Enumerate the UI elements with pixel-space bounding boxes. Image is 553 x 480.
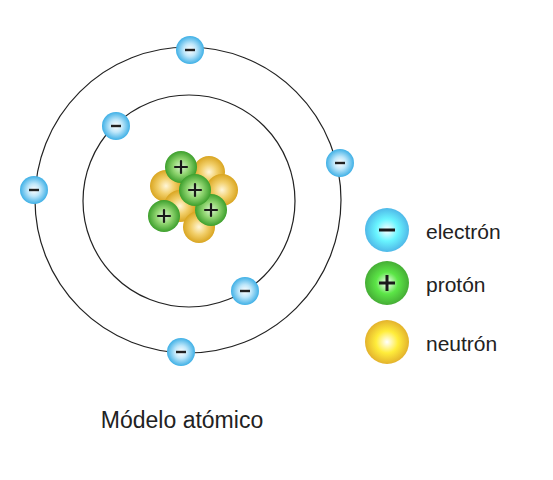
legend-swatch bbox=[365, 261, 409, 305]
electrons bbox=[20, 36, 354, 366]
caption: Módelo atómico bbox=[101, 409, 263, 432]
legend-label: protón bbox=[426, 274, 486, 295]
legend-item-symbol bbox=[365, 320, 409, 364]
legend-label: electrón bbox=[426, 221, 501, 242]
legend-item-symbol bbox=[365, 261, 409, 305]
legend-swatch bbox=[365, 320, 409, 364]
legend-swatch bbox=[365, 208, 409, 252]
outer-orbit bbox=[35, 47, 341, 353]
sign-stroke bbox=[386, 275, 389, 291]
legend-item-symbol bbox=[365, 208, 409, 252]
legend-label: neutrón bbox=[426, 333, 497, 354]
nucleus bbox=[148, 151, 238, 243]
inner-orbit bbox=[83, 95, 295, 307]
sign-stroke bbox=[379, 229, 395, 232]
